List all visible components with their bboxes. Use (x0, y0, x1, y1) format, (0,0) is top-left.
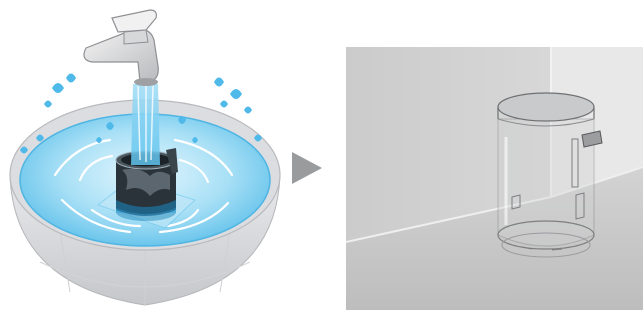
dry-container-step (346, 47, 643, 310)
faucet-icon (84, 10, 158, 86)
water-stream-icon (131, 84, 160, 165)
wash-container-step (0, 0, 290, 320)
wash-scene (0, 0, 290, 320)
next-step-arrow (286, 148, 326, 188)
room-corner-icon (346, 47, 643, 310)
right-triangle-arrow-icon (286, 148, 326, 188)
dry-scene (346, 47, 643, 310)
